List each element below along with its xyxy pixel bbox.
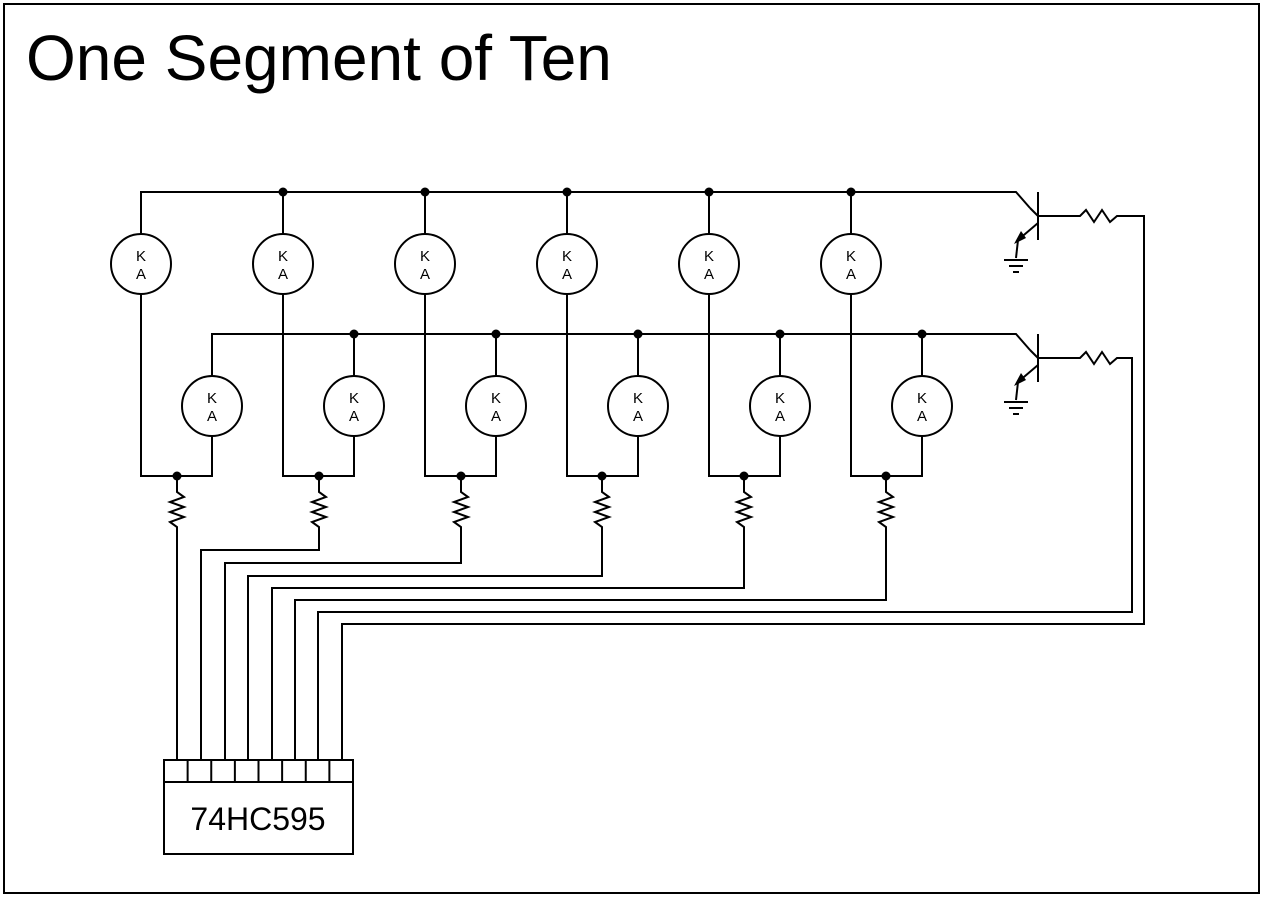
led-cathode-label: K [775, 390, 785, 407]
led: KA [536, 233, 598, 295]
shift-register-chip: 74HC595 [163, 759, 354, 855]
led-cathode-label: K [917, 390, 927, 407]
led-cathode-label: K [562, 248, 572, 265]
led-anode-label: A [491, 408, 501, 425]
led: KA [465, 375, 527, 437]
led-anode-label: A [349, 408, 359, 425]
led-cathode-label: K [420, 248, 430, 265]
led: KA [820, 233, 882, 295]
chip-pins [186, 760, 331, 782]
led: KA [394, 233, 456, 295]
bottom-bus-wire [211, 333, 1031, 376]
led-body [110, 233, 172, 295]
led-anode-label: A [278, 266, 288, 283]
transistor-top [341, 192, 1145, 760]
led-cathode-label: K [491, 390, 501, 407]
led-anode-label: A [633, 408, 643, 425]
led-cathode-label: K [136, 248, 146, 265]
led-cathode-label: K [278, 248, 288, 265]
led-cathode-label: K [633, 390, 643, 407]
segment-resistors [167, 476, 896, 760]
led: KA [110, 233, 172, 295]
led-body [607, 375, 669, 437]
transistor-bottom [317, 334, 1133, 760]
led-cathode-label: K [704, 248, 714, 265]
led-anode-label: A [136, 266, 146, 283]
led-anode-label: A [846, 266, 856, 283]
led-body [323, 375, 385, 437]
led-body [181, 375, 243, 437]
border-frame [3, 3, 1260, 894]
led: KA [607, 375, 669, 437]
led: KA [678, 233, 740, 295]
led-body [749, 375, 811, 437]
led-cathode-label: K [846, 248, 856, 265]
led-body [678, 233, 740, 295]
led-anode-label: A [704, 266, 714, 283]
led: KA [252, 233, 314, 295]
led-anode-label: A [420, 266, 430, 283]
led: KA [323, 375, 385, 437]
led-anode-label: A [775, 408, 785, 425]
led-anode-label: A [562, 266, 572, 283]
junction-dots [172, 187, 927, 481]
chip-label: 74HC595 [190, 801, 325, 837]
led-pair-wiring [140, 294, 923, 477]
led: KA [181, 375, 243, 437]
led-body [536, 233, 598, 295]
top-bus-wire [140, 191, 1031, 234]
led-anode-label: A [917, 408, 927, 425]
led-body [820, 233, 882, 295]
led-body [394, 233, 456, 295]
led: KA [891, 375, 953, 437]
led-body [891, 375, 953, 437]
led-cathode-label: K [349, 390, 359, 407]
led-anode-label: A [207, 408, 217, 425]
led-body [252, 233, 314, 295]
diagram-title: One Segment of Ten [26, 22, 612, 94]
led-cathode-label: K [207, 390, 217, 407]
led-body [465, 375, 527, 437]
led: KA [749, 375, 811, 437]
